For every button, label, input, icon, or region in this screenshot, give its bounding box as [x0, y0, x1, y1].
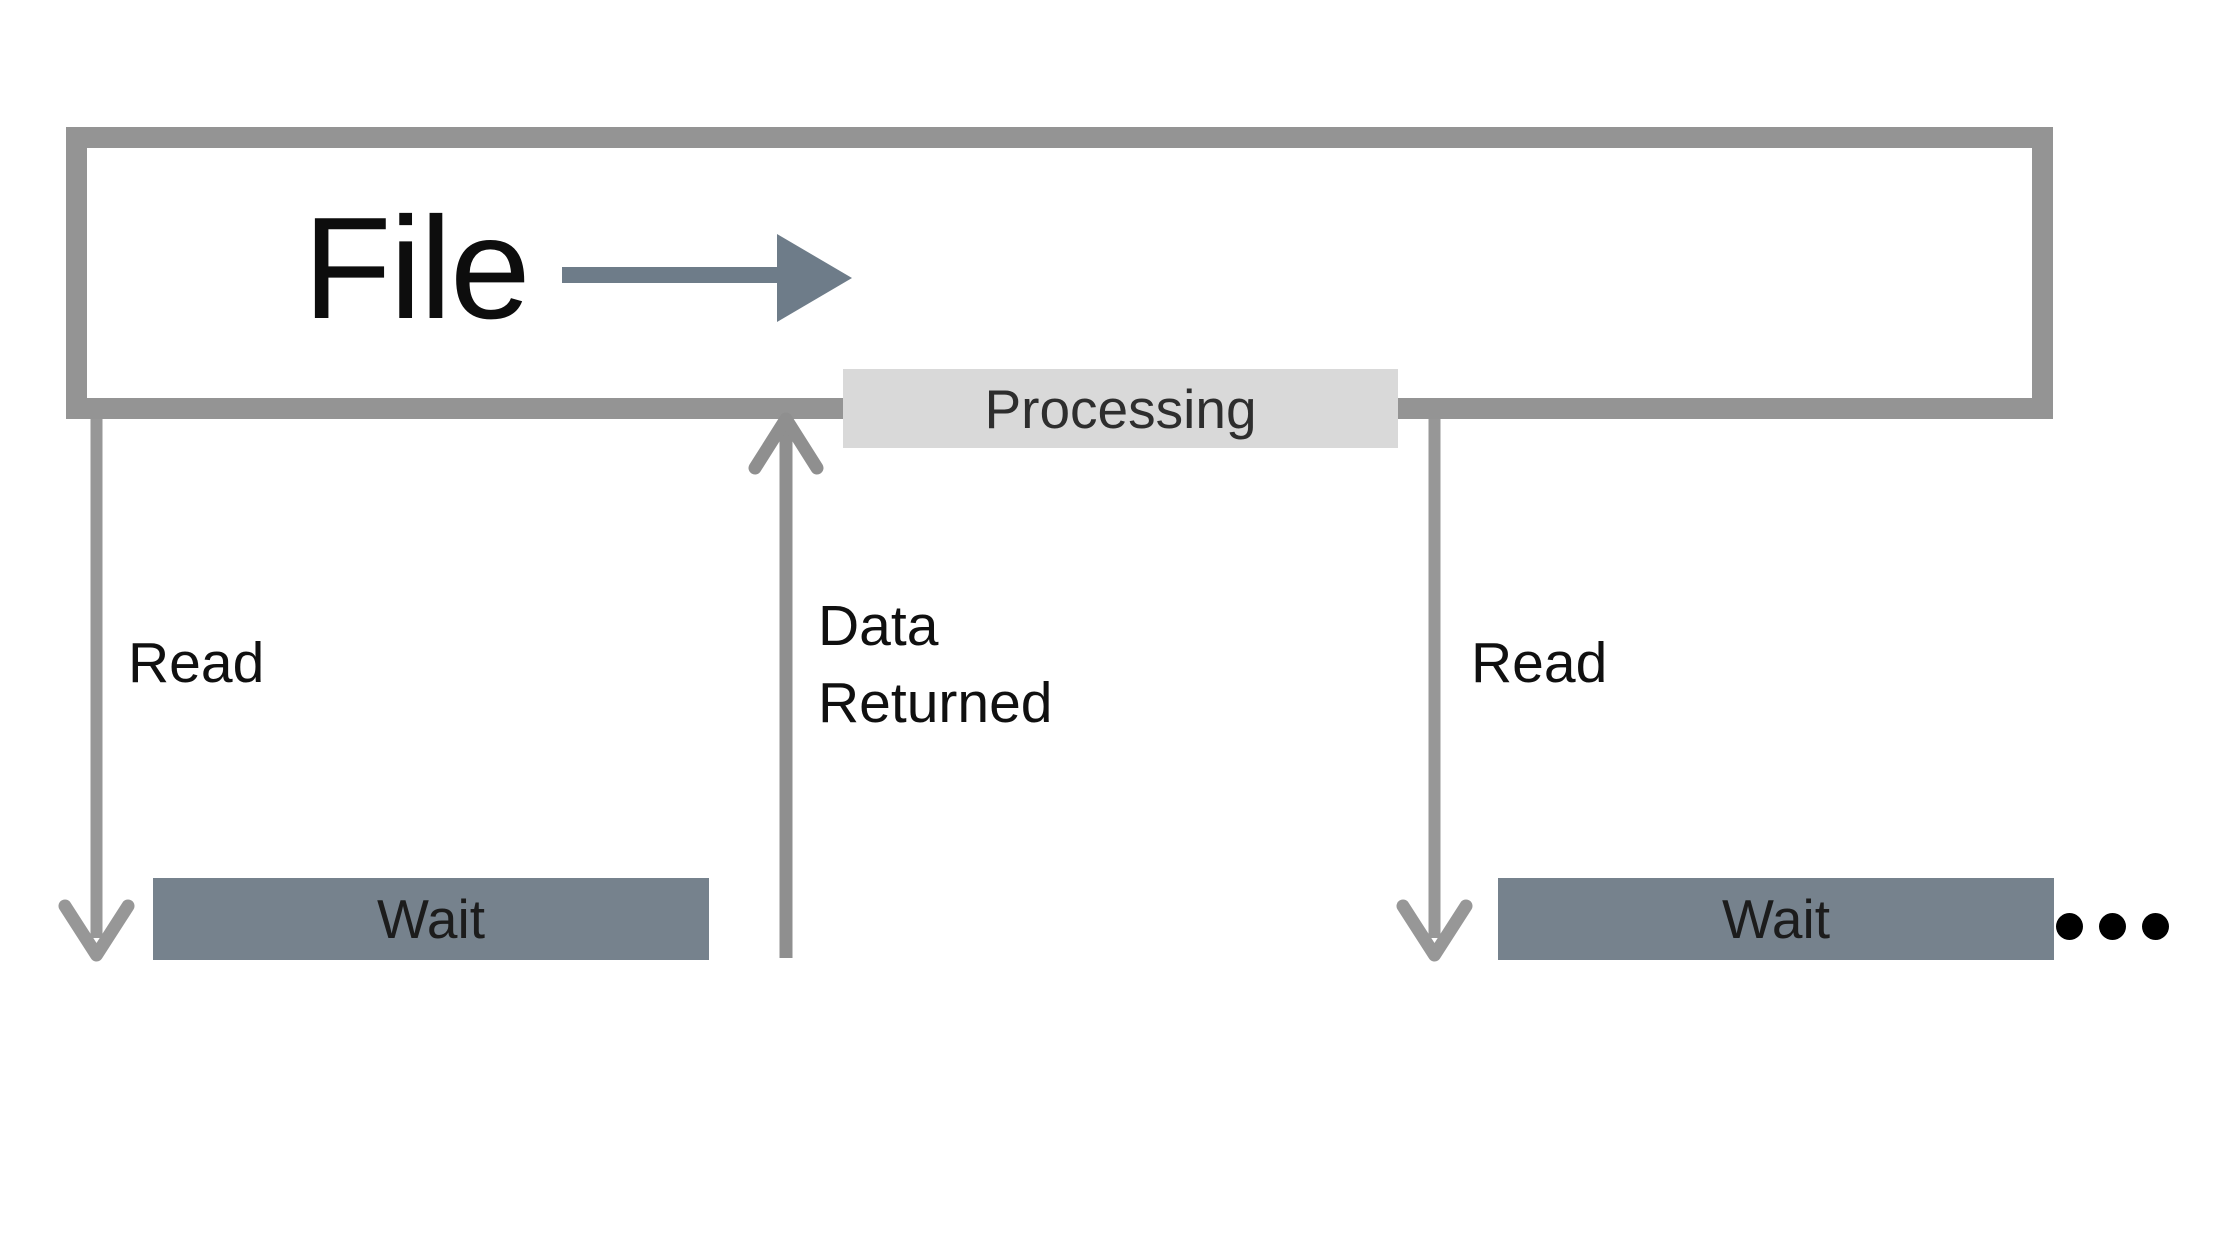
read-label-right: Read: [1471, 631, 1608, 695]
down-arrow-icon: [58, 419, 135, 962]
processing-label: Processing: [984, 377, 1257, 440]
data-returned-line1: Data: [818, 594, 939, 658]
dot: [2056, 913, 2083, 940]
data-returned-line2: Returned: [818, 671, 1053, 735]
processing-badge: Processing: [843, 369, 1398, 448]
data-returned-label: Data Returned: [818, 588, 1053, 742]
wait-bar-left: Wait: [153, 878, 709, 960]
file-label: File: [303, 187, 531, 349]
right-arrow-icon: [562, 234, 852, 322]
wait-label-left: Wait: [377, 888, 485, 950]
up-arrow-icon: [748, 412, 824, 958]
dot: [2142, 913, 2169, 940]
dot: [2099, 913, 2126, 940]
wait-label-right: Wait: [1722, 888, 1830, 950]
wait-bar-right: Wait: [1498, 878, 2054, 960]
ellipsis-dots-icon: [2056, 913, 2169, 940]
down-arrow-icon: [1396, 419, 1473, 962]
read-label-left: Read: [128, 631, 265, 695]
